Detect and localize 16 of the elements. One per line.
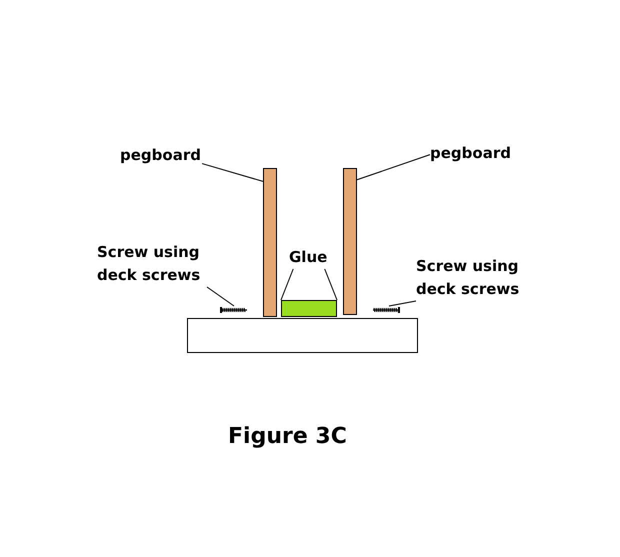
glue-block: [281, 300, 337, 317]
screw-drawing: [371, 306, 401, 314]
part-label: Screw using deck screws: [97, 241, 207, 287]
leader-line: [388, 300, 416, 306]
leader-line: [356, 154, 430, 180]
figure-caption: Figure 3C: [228, 423, 347, 451]
screw-drawing: [219, 306, 249, 314]
pegboard-panel: [263, 168, 277, 317]
part-label: pegboard: [120, 144, 202, 167]
leader-line: [202, 163, 264, 182]
part-label: pegboard: [430, 142, 512, 165]
pegboard-panel: [343, 168, 357, 315]
part-label: Screw using deck screws: [416, 255, 526, 301]
base-board: [187, 318, 418, 353]
leader-line: [206, 286, 234, 306]
part-label: Glue: [289, 246, 331, 269]
